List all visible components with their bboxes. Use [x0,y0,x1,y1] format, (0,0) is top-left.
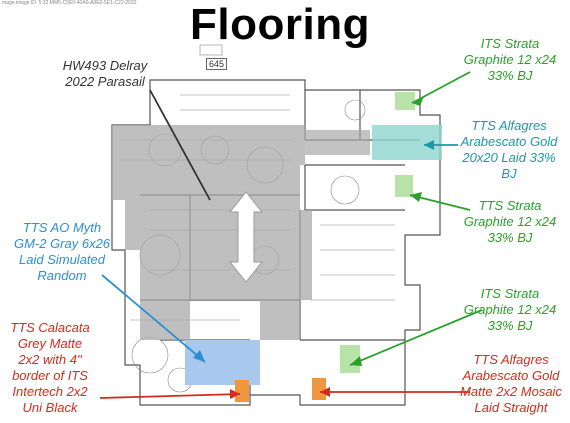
leader-calacata [99,393,241,399]
leader-strata-low [349,309,483,366]
green-tile-zone-top [395,92,415,110]
leader-project [149,89,211,201]
gray-tile-hall [300,130,370,155]
page-title: Flooring [190,0,370,49]
leader-ao-myth [101,274,206,363]
plan-tag: 645 [206,58,228,70]
arrow-heads [193,96,434,399]
gray-tile-zone [112,125,312,340]
blue-tile-zone [185,340,260,385]
green-tile-zone-mid [395,175,413,197]
double-arrow-icon [228,191,264,283]
metadata-caption: mage.image ID: 5:32 MM5-C5E0-40A0-A9E0-5… [2,0,137,6]
green-tile-zone-low [340,345,360,373]
orange-tile-zone-right [312,378,326,400]
orange-tile-zone-left [235,380,249,402]
